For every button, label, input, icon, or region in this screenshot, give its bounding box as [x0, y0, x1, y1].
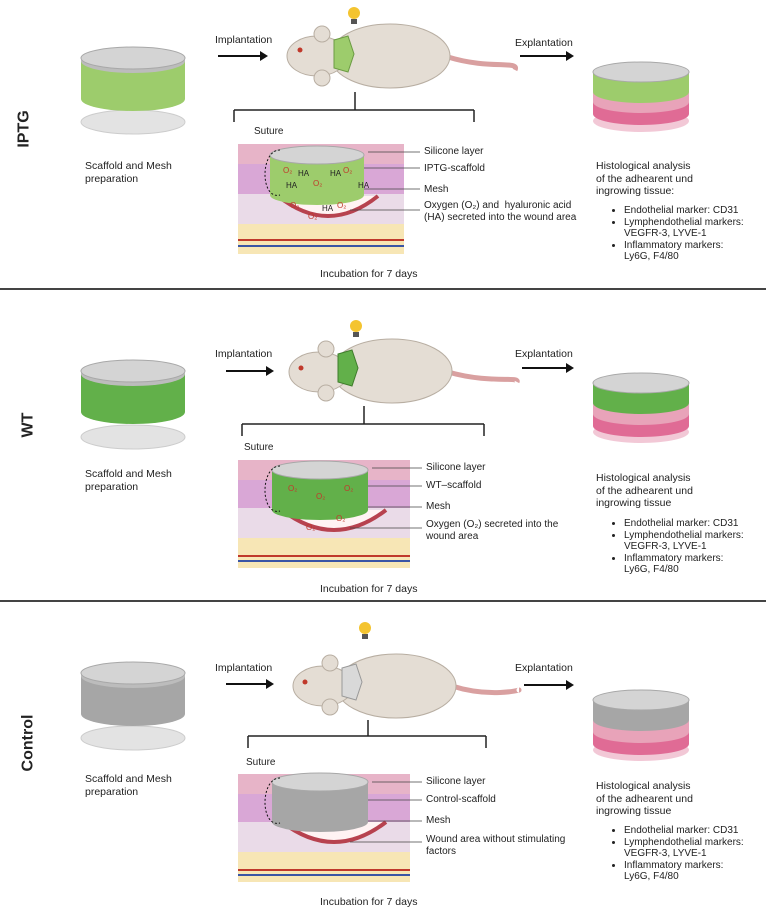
panel-control-artwork	[80, 622, 690, 882]
oxygen-label: O₂	[288, 484, 298, 493]
implantation-label: Implantation	[215, 34, 273, 46]
row-label: WT	[19, 412, 37, 438]
light-bulb-icon	[359, 622, 371, 639]
panel-divider	[0, 600, 766, 602]
arrow-right-icon	[226, 679, 274, 689]
marker-list: Endothelial marker: CD31 Lymphendothelia…	[614, 825, 744, 883]
mesh-label: Mesh	[426, 501, 451, 512]
histo-title: Histological analysis of the adhearent u…	[596, 160, 693, 197]
bracket-line	[241, 406, 485, 436]
panel-divider	[0, 288, 766, 290]
mouse-icon	[288, 338, 520, 404]
histo-title: Histological analysis of the adhearent u…	[596, 472, 693, 509]
ha-label: HA	[322, 204, 334, 213]
arrow-right-icon	[524, 680, 574, 690]
list-item: Endothelial marker: CD31	[624, 205, 744, 217]
incubation-label: Incubation for 7 days	[320, 896, 418, 908]
list-item: Inflammatory markers: Ly6G, F4/80	[624, 553, 744, 576]
silicone-label: Silicone layer	[426, 462, 486, 473]
bracket-line	[247, 720, 487, 748]
silicone-label: Silicone layer	[426, 776, 486, 787]
scaffold-label: WT–scaffold	[426, 480, 482, 491]
tissue-cross-section-icon	[238, 144, 404, 254]
suture-label: Suture	[254, 126, 284, 137]
list-item: Lymphendothelial markers: VEGFR-3, LYVE-…	[624, 217, 744, 240]
scaffold-icon	[80, 359, 186, 450]
oxygen-label: O₂	[283, 166, 293, 175]
secretion-label: Oxygen (O₂) secreted into the wound area	[426, 519, 559, 542]
panel-wt: WT Scaffold and Mesh preparation Implant…	[0, 296, 766, 596]
explant-stack-icon	[592, 61, 690, 132]
oxygen-label: O₂	[343, 166, 353, 175]
oxygen-label: O₂	[316, 492, 326, 501]
mouse-icon	[286, 23, 518, 89]
explant-stack-icon	[592, 689, 690, 761]
row-label: Control	[19, 714, 37, 772]
list-item: Endothelial marker: CD31	[624, 825, 744, 837]
implantation-label: Implantation	[215, 662, 273, 674]
light-bulb-icon	[350, 320, 362, 337]
oxygen-label: O₂	[308, 212, 318, 221]
oxygen-label: O₂	[336, 514, 346, 523]
arrow-right-icon	[226, 366, 274, 376]
explantation-label: Explantation	[515, 662, 573, 674]
prep-label: Scaffold and Mesh preparation	[85, 468, 172, 493]
light-bulb-icon	[348, 7, 360, 24]
silicone-label: Silicone layer	[424, 146, 484, 157]
arrow-right-icon	[522, 363, 574, 373]
oxygen-label: O₂	[313, 179, 323, 188]
histo-title: Histological analysis of the adhearent u…	[596, 780, 693, 817]
arrow-right-icon	[520, 51, 574, 61]
marker-list: Endothelial marker: CD31 Lymphendothelia…	[614, 205, 744, 263]
panel-control: Control Scaffold and Mesh preparation Im…	[0, 606, 766, 908]
mesh-label: Mesh	[424, 184, 449, 195]
suture-label: Suture	[244, 442, 274, 453]
oxygen-label: O₂	[290, 201, 300, 210]
list-item: Inflammatory markers: Ly6G, F4/80	[624, 860, 744, 883]
oxygen-label: O₂	[344, 484, 354, 493]
scaffold-icon	[80, 661, 186, 751]
panel-iptg: IPTG Scaffold and Mesh preparation Impla…	[0, 0, 766, 300]
tissue-cross-section-icon	[238, 772, 410, 882]
incubation-label: Incubation for 7 days	[320, 583, 418, 595]
list-item: Lymphendothelial markers: VEGFR-3, LYVE-…	[624, 530, 744, 553]
ha-label: HA	[286, 181, 298, 190]
implantation-label: Implantation	[215, 348, 273, 360]
prep-label: Scaffold and Mesh preparation	[85, 773, 172, 798]
scaffold-label: Control-scaffold	[426, 794, 496, 805]
suture-label: Suture	[246, 757, 276, 768]
scaffold-label: IPTG-scaffold	[424, 163, 485, 174]
oxygen-label: O₂	[337, 201, 347, 210]
ha-label: HA	[358, 181, 370, 190]
panel-iptg-artwork	[80, 7, 690, 254]
secretion-label: Wound area without stimulating factors	[426, 834, 566, 857]
list-item: Inflammatory markers: Ly6G, F4/80	[624, 240, 744, 263]
incubation-label: Incubation for 7 days	[320, 268, 418, 280]
list-item: Lymphendothelial markers: VEGFR-3, LYVE-…	[624, 837, 744, 860]
prep-label: Scaffold and Mesh preparation	[85, 160, 172, 185]
panel-wt-artwork	[80, 320, 690, 568]
ha-label: HA	[298, 169, 310, 178]
explant-stack-icon	[592, 372, 690, 443]
list-item: Endothelial marker: CD31	[624, 518, 744, 530]
mouse-icon	[292, 653, 522, 719]
secretion-label: Oxygen (O₂) and hyaluronic acid (HA) sec…	[424, 200, 577, 223]
scaffold-icon	[80, 46, 186, 135]
ha-label: HA	[330, 169, 342, 178]
explantation-label: Explantation	[515, 348, 573, 360]
bracket-line	[233, 92, 475, 122]
row-label: IPTG	[15, 110, 33, 148]
arrow-right-icon	[218, 51, 268, 61]
tissue-cross-section-icon	[238, 460, 410, 568]
explantation-label: Explantation	[515, 37, 573, 49]
oxygen-label: O₂	[306, 523, 316, 532]
marker-list: Endothelial marker: CD31 Lymphendothelia…	[614, 518, 744, 576]
mesh-label: Mesh	[426, 815, 451, 826]
